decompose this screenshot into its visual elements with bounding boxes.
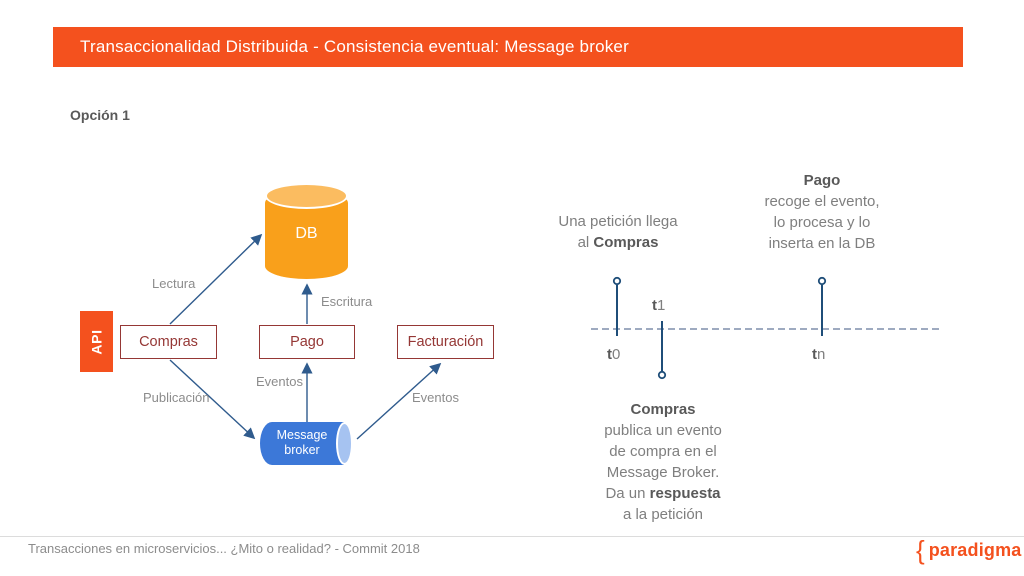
message-broker-cap <box>336 422 353 465</box>
db-label: DB <box>295 225 318 242</box>
logo-text: paradigma <box>928 539 1022 560</box>
api-label: API <box>88 328 105 355</box>
timeline-label-tn: tn <box>812 346 826 363</box>
annotation-pago-recoge: Pago recoge el evento, lo procesa y lo i… <box>764 172 880 252</box>
edge-label-eventos-pago: Eventos <box>256 374 303 389</box>
timeline-t0-dot <box>612 276 622 286</box>
edge-label-lectura: Lectura <box>152 276 196 291</box>
footer-divider <box>0 536 1024 537</box>
api-tag: API <box>80 311 113 372</box>
slide-title: Transaccionalidad Distribuida - Consiste… <box>80 37 629 56</box>
message-broker-cylinder: Message broker <box>260 422 353 465</box>
service-label-compras: Compras <box>139 334 198 350</box>
service-label-facturacion: Facturación <box>407 334 484 350</box>
edge-label-escritura: Escritura <box>321 294 373 309</box>
timeline-label-t0: t0 <box>607 346 621 363</box>
logo-brace-icon: { <box>916 535 925 565</box>
paradigma-logo: { paradigma <box>916 535 1022 565</box>
annotation-compras-publica: Compras publica un evento de compra en e… <box>604 401 722 523</box>
annotation-peticion-llega: Una petición llega al Compras <box>558 213 678 251</box>
edge-label-eventos-facturacion: Eventos <box>412 390 459 405</box>
service-box-facturacion: Facturación <box>397 325 494 359</box>
timeline-label-t1: t1 <box>652 297 666 314</box>
service-box-pago: Pago <box>259 325 355 359</box>
edge-label-publicacion: Publicación <box>143 390 210 405</box>
message-broker-label: Message broker <box>276 428 328 457</box>
service-label-pago: Pago <box>290 334 324 350</box>
footer-caption: Transacciones en microservicios... ¿Mito… <box>28 541 420 556</box>
message-broker-body <box>260 422 344 465</box>
timeline-tn-dot <box>817 276 827 286</box>
service-box-compras: Compras <box>120 325 217 359</box>
slide-title-bar: Transaccionalidad Distribuida - Consiste… <box>53 27 963 67</box>
db-cylinder-top <box>265 183 348 209</box>
timeline-t1-dot <box>657 370 667 380</box>
db-cylinder: DB <box>265 183 348 279</box>
option-label: Opción 1 <box>70 107 130 123</box>
